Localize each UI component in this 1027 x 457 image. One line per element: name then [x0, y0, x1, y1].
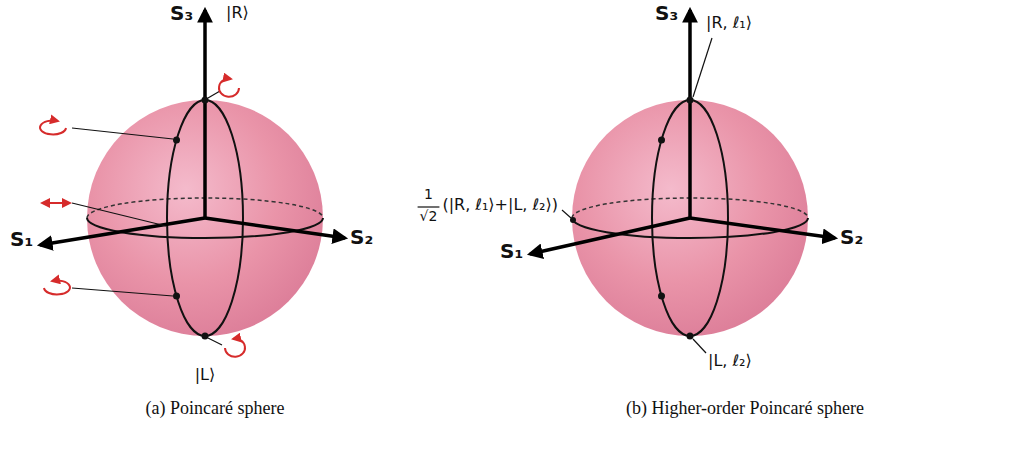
fraction-numerator: 1 [424, 186, 433, 202]
sub-caption: (a) Poincaré sphere [146, 398, 285, 419]
polarization-icons [40, 79, 245, 357]
axis-label: S₁ [500, 240, 523, 263]
state-label: |R⟩ [226, 4, 249, 22]
axis-label: S₃ [170, 2, 193, 25]
higher-order-sphere [530, 10, 835, 353]
state-label: |R, ℓ₁⟩ [706, 14, 752, 32]
axis-label: S₂ [350, 226, 373, 249]
fraction-bar [418, 206, 440, 207]
axis-label: S₃ [655, 2, 678, 25]
state-label: |L, ℓ₂⟩ [708, 352, 752, 370]
superposition-label: (|R, ℓ₁⟩+|L, ℓ₂⟩) [442, 196, 558, 214]
state-label: |L⟩ [195, 366, 216, 384]
axis-label: S₂ [840, 226, 863, 249]
fraction-group [418, 207, 440, 208]
fraction-denominator: √2 [420, 208, 438, 224]
sub-caption: (b) Higher-order Poincaré sphere [626, 398, 864, 419]
poincare-sphere [40, 10, 345, 345]
axis-label: S₁ [10, 228, 33, 251]
